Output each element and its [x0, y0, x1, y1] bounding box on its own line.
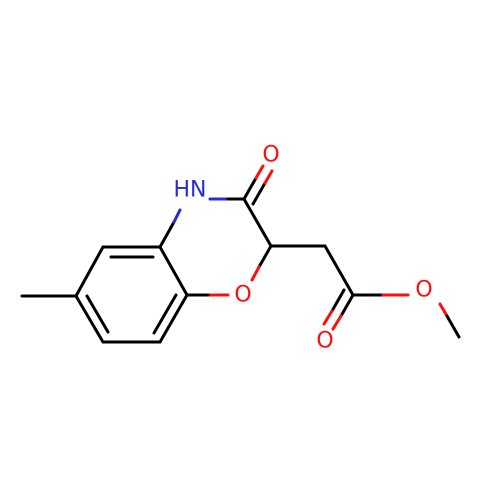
- bond-c2-o1: [257, 244, 273, 269]
- atom-label-ring-oxygen: O: [234, 283, 251, 308]
- bond-c3-o-double-b-red: [263, 169, 274, 185]
- bond-ring-c7-c6-inner: [85, 294, 110, 334]
- bond-c3-o-double-a: [242, 176, 258, 201]
- bond-cester-o-double-b: [330, 288, 346, 313]
- bond-o-methyl-red: [438, 302, 449, 318]
- bond-c4a-n: [158, 220, 176, 249]
- atom-label-ester-carbonyl-oxygen: O: [316, 329, 333, 354]
- bond-ring-c4a-c8a: [158, 245, 189, 297]
- bond-c2-o1-red: [250, 265, 261, 282]
- bond-ring-c8a-c8-inner: [152, 293, 178, 335]
- bond-c3-o-double-b: [251, 181, 267, 206]
- bond-ring-c8a-c8: [158, 293, 189, 344]
- bond-c3-c2: [242, 197, 273, 248]
- atom-label-ring-nh: HN: [174, 178, 207, 203]
- bond-cester-o-double-a-red: [331, 314, 343, 331]
- atom-label-ester-oxygen: O: [415, 278, 432, 303]
- bond-c4a-n-colored: [172, 208, 182, 224]
- atom-label-carbonyl-oxygen: O: [262, 143, 279, 168]
- bond-ch2-cester: [323, 244, 355, 297]
- bond-cester-o-double-a: [339, 293, 355, 318]
- bond-ring-c7-c6: [74, 294, 105, 344]
- bond-o-methyl: [445, 314, 461, 339]
- bonds: [20, 164, 461, 344]
- bond-ring-c6-c5: [74, 245, 105, 298]
- bond-c3-o-double-a-red: [254, 164, 265, 180]
- bond-cester-o-double-b-red: [322, 309, 334, 326]
- atom-labels: O HN O O O: [174, 143, 433, 354]
